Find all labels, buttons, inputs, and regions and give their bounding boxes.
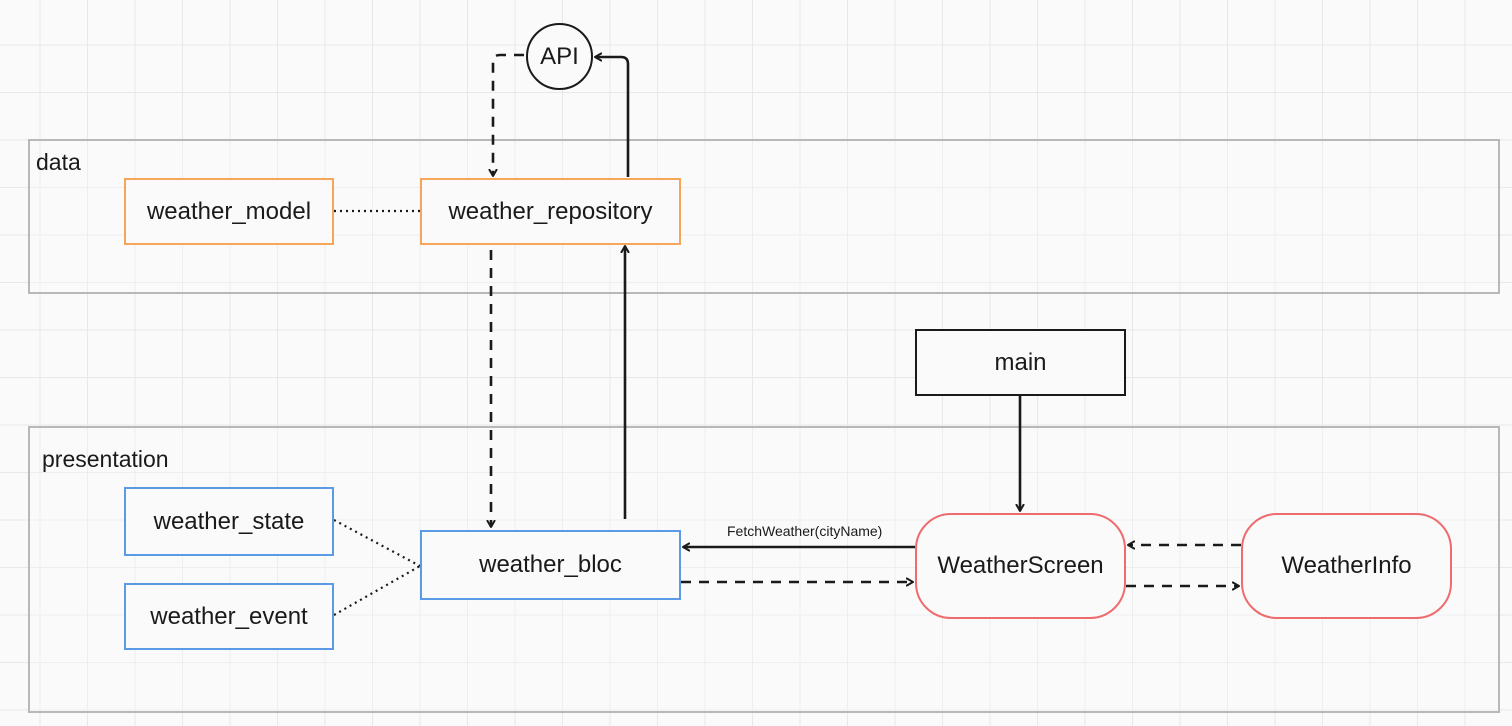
weather-repository-node[interactable]: weather_repository bbox=[420, 178, 681, 245]
main-node[interactable]: main bbox=[915, 329, 1126, 396]
weather-state-node[interactable]: weather_state bbox=[124, 487, 334, 556]
data-group-label: data bbox=[36, 149, 81, 175]
fetch-weather-label: FetchWeather(cityName) bbox=[727, 523, 883, 539]
api-to-repository-connector[interactable] bbox=[493, 53, 524, 176]
weather-bloc-node[interactable]: weather_bloc bbox=[420, 530, 681, 600]
weather-screen-node[interactable]: WeatherScreen bbox=[915, 513, 1126, 619]
repository-to-api-connector[interactable] bbox=[595, 57, 630, 177]
state-bloc-association[interactable] bbox=[333, 519, 421, 567]
weather-event-node[interactable]: weather_event bbox=[124, 583, 334, 650]
weather-model-node[interactable]: weather_model bbox=[124, 178, 334, 245]
api-node[interactable]: API bbox=[526, 23, 593, 90]
weather-info-node[interactable]: WeatherInfo bbox=[1241, 513, 1452, 619]
event-bloc-association[interactable] bbox=[333, 565, 421, 616]
presentation-group-label: presentation bbox=[42, 446, 169, 472]
